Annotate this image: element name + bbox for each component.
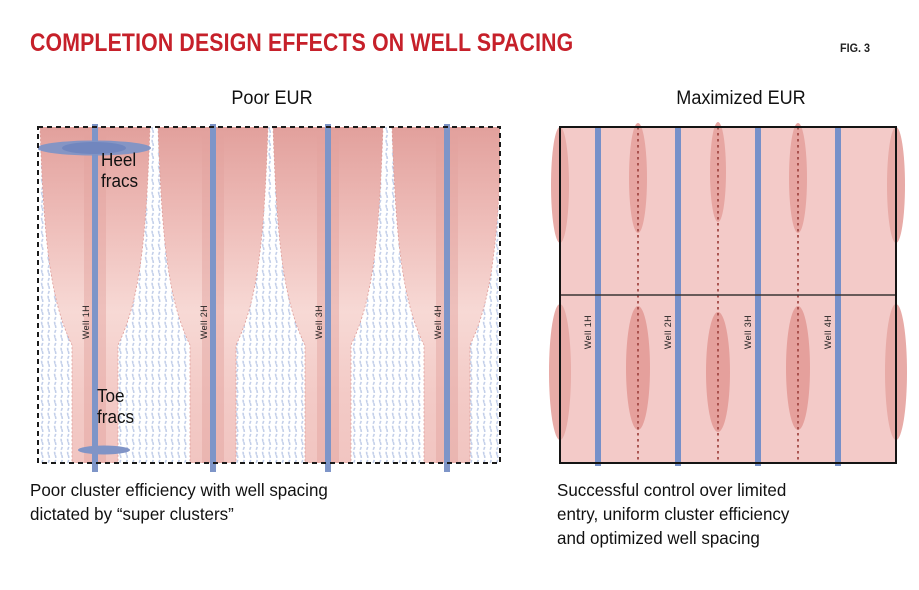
right-panel-border xyxy=(559,126,897,464)
well-label: Well 1H xyxy=(583,315,593,349)
right-panel-caption: Successful control over limited entry, u… xyxy=(557,478,906,550)
figure-number: FIG. 3 xyxy=(840,41,871,55)
well-line-1 xyxy=(595,127,601,466)
well-label: Well 4H xyxy=(823,315,833,349)
left-panel-dashed-border xyxy=(37,126,501,464)
caption-line: Successful control over limited xyxy=(557,480,787,500)
well-line-1 xyxy=(92,124,98,472)
well-labels-right: Well 1H Well 2H Well 3H Well 4H xyxy=(583,315,833,349)
left-panel-title: Poor EUR xyxy=(231,88,313,109)
toe-frac-ellipse xyxy=(78,445,130,455)
left-panel-caption: Poor cluster efficiency with well spacin… xyxy=(30,478,476,526)
well-line-4 xyxy=(444,124,450,472)
well-label: Well 3H xyxy=(743,315,753,349)
toe-fracs-label: Toe fracs xyxy=(97,386,135,427)
heel-toe-markers xyxy=(38,140,151,455)
heel-frac-core xyxy=(62,142,126,154)
well-label: Well 2H xyxy=(663,315,673,349)
well-line-2 xyxy=(210,124,216,472)
well-label: Well 3H xyxy=(314,305,324,339)
caption-line: Poor cluster efficiency with well spacin… xyxy=(30,480,328,500)
well-line-3 xyxy=(325,124,331,472)
well-line-3 xyxy=(755,127,761,466)
frac-cluster-lines xyxy=(626,122,810,463)
well-label: Well 1H xyxy=(81,305,91,339)
caption-line: dictated by “super clusters” xyxy=(30,504,234,524)
well-line-4 xyxy=(835,127,841,466)
well-line-2 xyxy=(675,127,681,466)
poor-eur-panel: Well 1H Well 2H Well 3H Well 4H xyxy=(37,124,501,472)
well-label: Well 4H xyxy=(433,305,443,339)
right-panel-title: Maximized EUR xyxy=(676,88,806,109)
figure-title: COMPLETION DESIGN EFFECTS ON WELL SPACIN… xyxy=(30,29,574,57)
maximized-eur-panel: Well 1H Well 2H Well 3H Well 4H xyxy=(549,122,907,466)
well-label: Well 2H xyxy=(199,305,209,339)
well-lines-left xyxy=(92,124,450,472)
caption-line: entry, uniform cluster efficiency xyxy=(557,504,790,524)
well-lines-right xyxy=(595,127,841,466)
well-labels-left: Well 1H Well 2H Well 3H Well 4H xyxy=(81,305,443,339)
heel-fracs-label: Heel fracs xyxy=(101,150,139,191)
caption-line: and optimized well spacing xyxy=(557,528,760,548)
